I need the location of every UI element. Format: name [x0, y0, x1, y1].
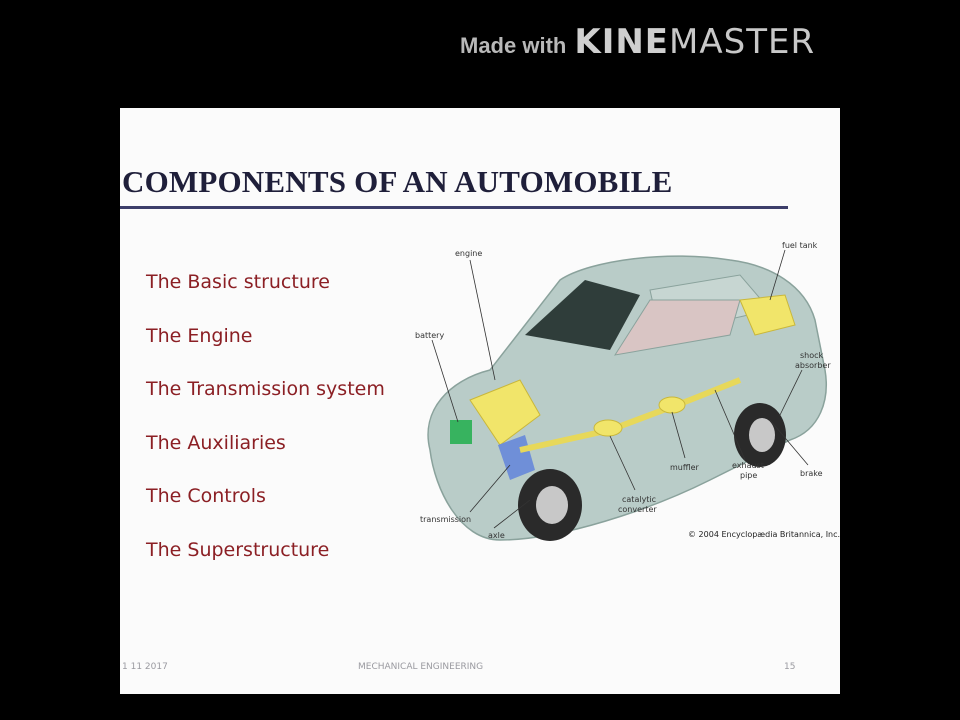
footer-title: MECHANICAL ENGINEERING — [358, 662, 484, 672]
label-fuel-tank: fuel tank — [782, 241, 818, 250]
list-item: The Basic structure — [146, 271, 330, 293]
label-shock-line1: shock — [800, 351, 824, 360]
watermark-made-with: Made with — [460, 33, 567, 58]
footer-page-number: 15 — [784, 662, 796, 672]
label-shock-absorber: shock absorber — [795, 351, 831, 370]
car-windshield — [525, 280, 640, 350]
label-catalytic-line2: converter — [618, 505, 657, 514]
label-shock-line2: absorber — [795, 361, 831, 370]
list-item: The Superstructure — [146, 538, 330, 561]
kinemaster-watermark: Made with KINE MASTER — [460, 22, 815, 62]
slide-title: COMPONENTS OF AN AUTOMOBILE — [122, 164, 673, 199]
engine-block — [469, 379, 541, 446]
label-exhaust-line1: exhaust — [732, 461, 764, 470]
catalytic-converter — [593, 419, 623, 437]
label-catalytic-line1: catalytic — [622, 495, 656, 504]
list-item: The Controls — [146, 485, 266, 507]
label-axle: axle — [488, 531, 505, 540]
list-item: The Auxiliaries — [146, 431, 286, 454]
muffler-shape — [658, 396, 686, 414]
title-underline — [120, 206, 788, 209]
car-components-diagram: engine fuel tank battery shock absorber … — [415, 241, 831, 541]
front-wheel-hub — [536, 486, 568, 524]
watermark-brand-master: MASTER — [669, 22, 816, 62]
list-item: The Engine — [146, 324, 253, 347]
footer-date: 1 11 2017 — [122, 662, 168, 672]
diagram-copyright: © 2004 Encyclopædia Britannica, Inc. — [688, 530, 841, 539]
rear-wheel-hub — [749, 418, 775, 452]
label-exhaust-pipe: exhaust pipe — [732, 461, 766, 480]
slide: COMPONENTS OF AN AUTOMOBILE The Basic st… — [120, 108, 840, 694]
label-brake: brake — [800, 469, 823, 478]
component-list: The Basic structure The Engine The Trans… — [146, 266, 385, 587]
fuel-tank — [739, 294, 796, 336]
label-exhaust-line2: pipe — [740, 471, 757, 480]
watermark-brand-kine: KINE — [574, 22, 670, 62]
label-muffler: muffler — [670, 463, 700, 472]
list-item: The Transmission system — [146, 378, 385, 400]
battery-block — [450, 420, 472, 444]
label-battery: battery — [415, 331, 444, 340]
label-engine: engine — [455, 249, 482, 258]
label-transmission: transmission — [420, 515, 471, 524]
label-catalytic-converter: catalytic converter — [618, 495, 659, 514]
